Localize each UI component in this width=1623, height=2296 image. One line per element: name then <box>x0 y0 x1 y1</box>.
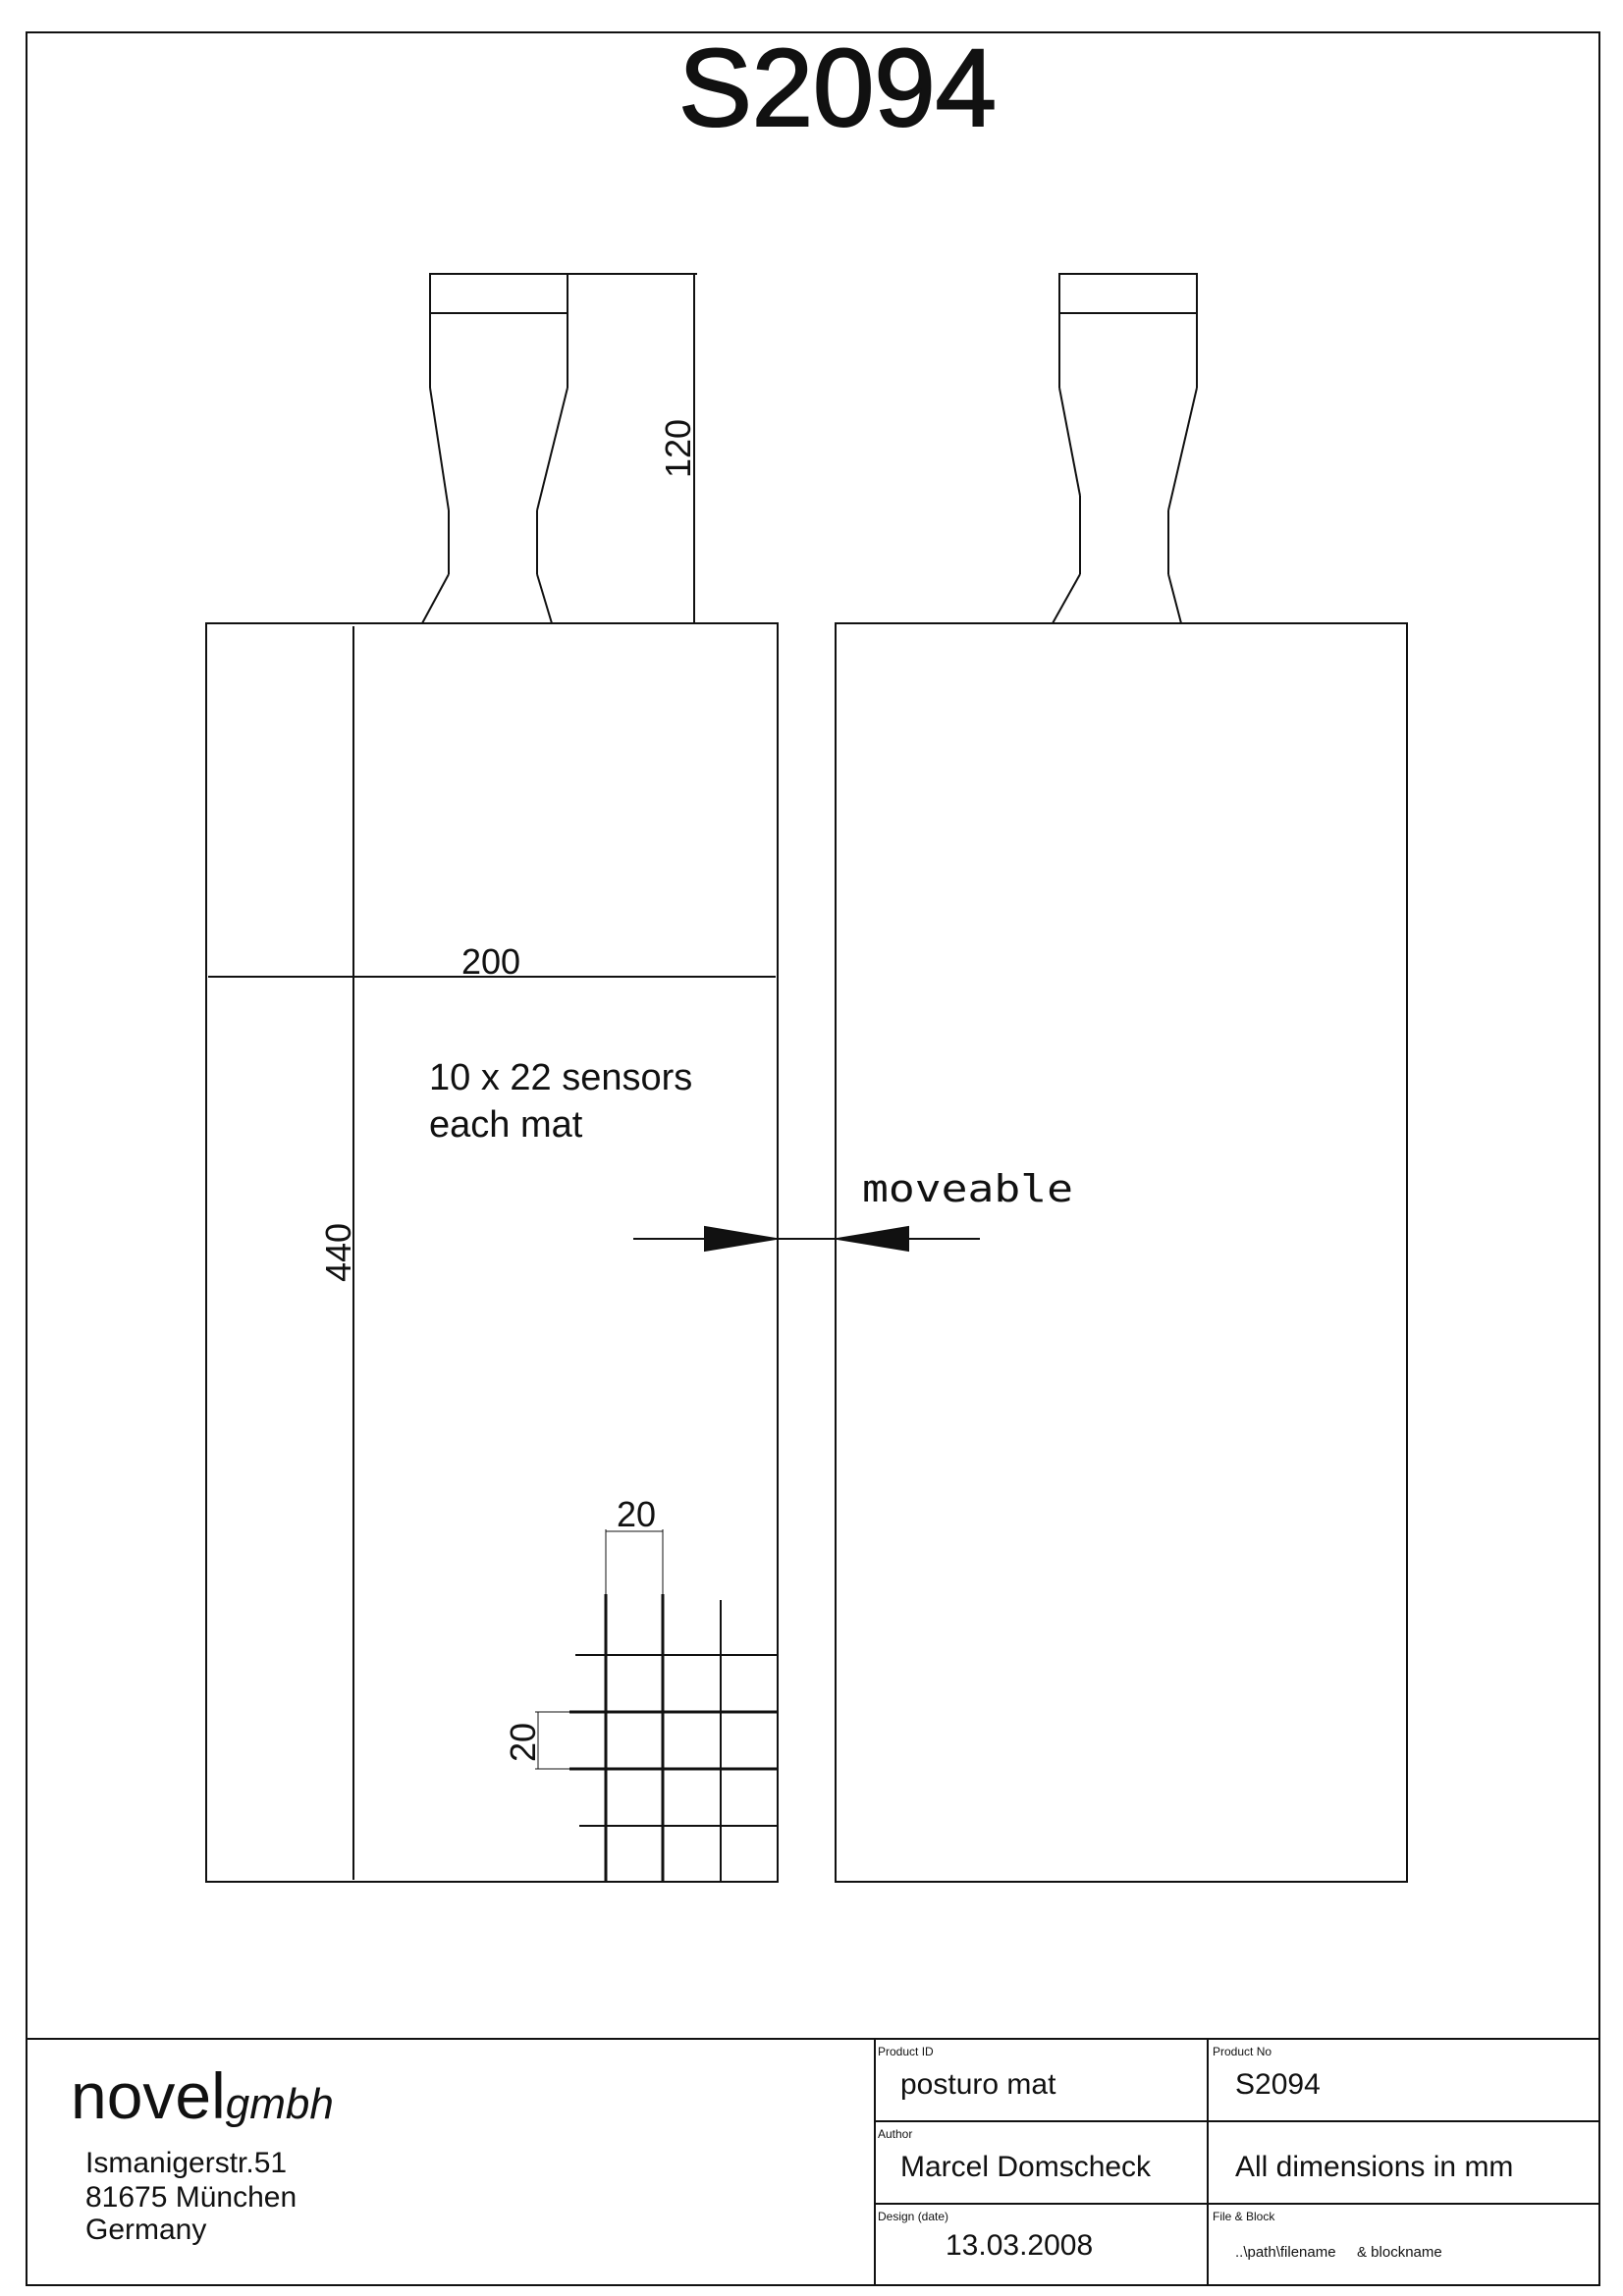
design-date-value: 13.03.2008 <box>946 2229 1093 2262</box>
address-line3: Germany <box>85 2214 206 2246</box>
arrow-left-icon <box>837 1225 909 1253</box>
company-name: novel <box>71 2059 226 2132</box>
company-logo: novelgmbh <box>71 2059 334 2132</box>
author-label: Author <box>878 2127 912 2141</box>
block-name: & blockname <box>1357 2244 1442 2261</box>
sensor-height-label: 20 <box>503 1723 543 1762</box>
author-value: Marcel Domscheck <box>900 2151 1152 2183</box>
dimension-200-label: 200 <box>461 941 520 982</box>
right-mat <box>835 273 1408 1883</box>
title-block <box>27 2038 1599 2285</box>
right-mat-connector <box>1052 273 1198 624</box>
sensor-note-line2: each mat <box>429 1104 583 1146</box>
moveable-indicator <box>633 1225 980 1253</box>
product-no-label: Product No <box>1213 2045 1271 2058</box>
right-mat-outline <box>835 622 1408 1883</box>
left-mat-connector <box>421 273 568 624</box>
arrow-right-icon <box>704 1225 777 1253</box>
sensor-grid <box>535 1529 778 1882</box>
product-id-value: posturo mat <box>900 2068 1056 2101</box>
address-line2: 81675 München <box>85 2181 297 2214</box>
left-mat <box>205 273 779 1883</box>
dimension-120-label: 120 <box>658 419 698 478</box>
sensor-width-label: 20 <box>617 1494 656 1534</box>
file-path: ..\path\filename <box>1235 2244 1336 2261</box>
file-block-label: File & Block <box>1213 2210 1275 2223</box>
left-mat-outline <box>205 622 779 1883</box>
drawing-title: S2094 <box>678 27 997 149</box>
dimension-440-label: 440 <box>318 1223 358 1282</box>
product-no-value: S2094 <box>1235 2068 1321 2101</box>
dimensions-note: All dimensions in mm <box>1235 2151 1513 2183</box>
product-id-label: Product ID <box>878 2045 934 2058</box>
company-suffix: gmbh <box>226 2080 334 2128</box>
drawing-frame <box>26 31 1600 2286</box>
address-line1: Ismanigerstr.51 <box>85 2147 287 2179</box>
design-date-label: Design (date) <box>878 2210 948 2223</box>
moveable-label: moveable <box>862 1167 1073 1210</box>
sensor-note-line1: 10 x 22 sensors <box>429 1057 692 1098</box>
